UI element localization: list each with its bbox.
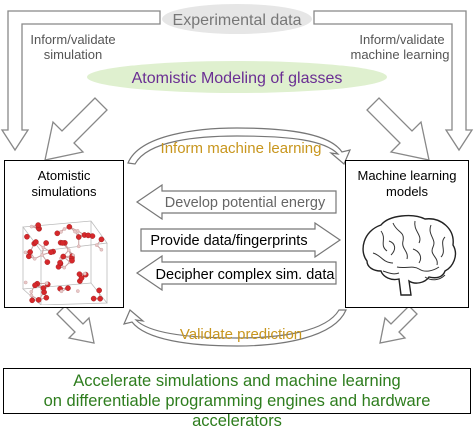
- accelerate-line2: on differentiable programming engines an…: [0, 392, 474, 432]
- inform-ml-label: Inform machine learning: [161, 140, 322, 157]
- accelerate-line1: Accelerate simulations and machine learn…: [0, 372, 474, 392]
- atomistic-simulations-box: Atomistic simulations: [4, 160, 124, 308]
- inform-validate-simulation-line1: Inform/validate: [30, 32, 115, 47]
- atomistic-title-line1: Atomistic: [5, 169, 123, 184]
- inform-validate-ml-line2: machine learning: [350, 47, 449, 62]
- atomic-structure-image: [5, 205, 125, 305]
- ml-title-line1: Machine learning: [346, 169, 468, 184]
- inform-validate-ml-line1: Inform/validate: [359, 32, 444, 47]
- atomistic-modeling-label: Atomistic Modeling of glasses: [132, 70, 343, 87]
- left-bottom-arrow: [57, 306, 94, 343]
- right-diagonal-arrow: [367, 98, 429, 160]
- left-diagonal-arrow: [45, 98, 107, 160]
- atomistic-title-line2: simulations: [5, 185, 123, 200]
- right-bottom-arrow: [380, 306, 417, 343]
- provide-label: Provide data/fingerprints: [150, 233, 307, 249]
- atom-cluster: [24, 222, 104, 302]
- experimental-data-label: Experimental data: [173, 12, 302, 29]
- ml-models-box: Machine learning models: [345, 160, 469, 308]
- ml-title-line2: models: [346, 185, 468, 200]
- brain-icon: [353, 211, 463, 301]
- validate-label: Validate prediction: [180, 326, 302, 343]
- develop-label: Develop potential energy: [165, 195, 326, 211]
- decipher-label: Decipher complex sim. data: [156, 267, 336, 283]
- inform-validate-simulation-line2: simulation: [44, 47, 103, 62]
